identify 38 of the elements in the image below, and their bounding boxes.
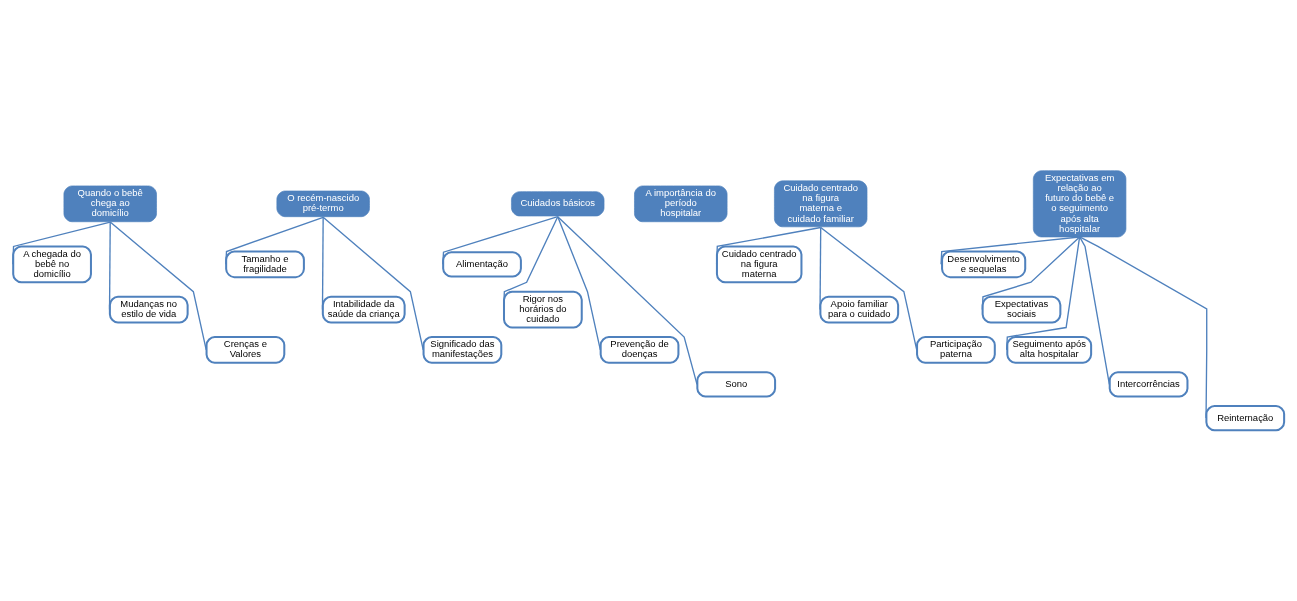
node-box: Sono	[696, 371, 777, 398]
connector	[321, 216, 324, 311]
connector	[557, 216, 601, 351]
node-box: Quando o bebê chega ao domicílio	[63, 185, 157, 223]
node-box: Prevenção de doenças	[599, 336, 680, 364]
connector	[108, 221, 111, 311]
node-box: Expectativas em relação ao futuro do bebê e o seguimento após alta hospitalar	[1033, 170, 1127, 238]
connector	[819, 226, 822, 311]
node-box: Intercorrências	[1108, 371, 1189, 398]
node-box: O recém-nascido pré-termo	[276, 190, 370, 217]
node-box: Intabilidade da saúde da criança	[321, 295, 406, 324]
node-box: Tamanho e fragilidade	[225, 250, 305, 279]
connector	[715, 226, 822, 265]
connector	[1005, 236, 1081, 351]
node-box: Cuidado centrado na figura materna e cuidado familiar	[774, 180, 868, 228]
node-box: A chegada do bebê no domicílio	[12, 245, 92, 284]
node-box: Cuidados básicos	[511, 191, 605, 217]
node-box: Reinternação	[1205, 404, 1286, 432]
connector	[442, 216, 559, 265]
node-box: Apoio familiar para o cuidado	[819, 295, 900, 324]
connector	[12, 221, 111, 265]
node-box: Participação paterna	[916, 336, 996, 364]
node-box: Significado das manifestações	[422, 336, 503, 364]
node-box: Seguimento após alta hospitalar	[1006, 336, 1093, 364]
connector	[981, 236, 1081, 311]
node-box: Cuidado centrado na figura materna	[715, 245, 803, 284]
connector	[557, 216, 698, 385]
connector	[1078, 236, 1111, 385]
node-box: Mudanças no estilo de vida	[108, 295, 189, 324]
node-box: Rigor nos horários do cuidado	[503, 290, 583, 329]
node-box: Expectativas sociais	[981, 295, 1062, 324]
node-box: A importância do período hospitalar	[634, 185, 728, 223]
connector	[940, 236, 1081, 265]
connector	[1078, 236, 1208, 419]
node-box: Alimentação	[442, 251, 522, 278]
node-box: Crenças e Valores	[205, 336, 286, 364]
connector	[225, 216, 324, 265]
node-box: Desenvolvimento e sequelas	[941, 250, 1027, 279]
